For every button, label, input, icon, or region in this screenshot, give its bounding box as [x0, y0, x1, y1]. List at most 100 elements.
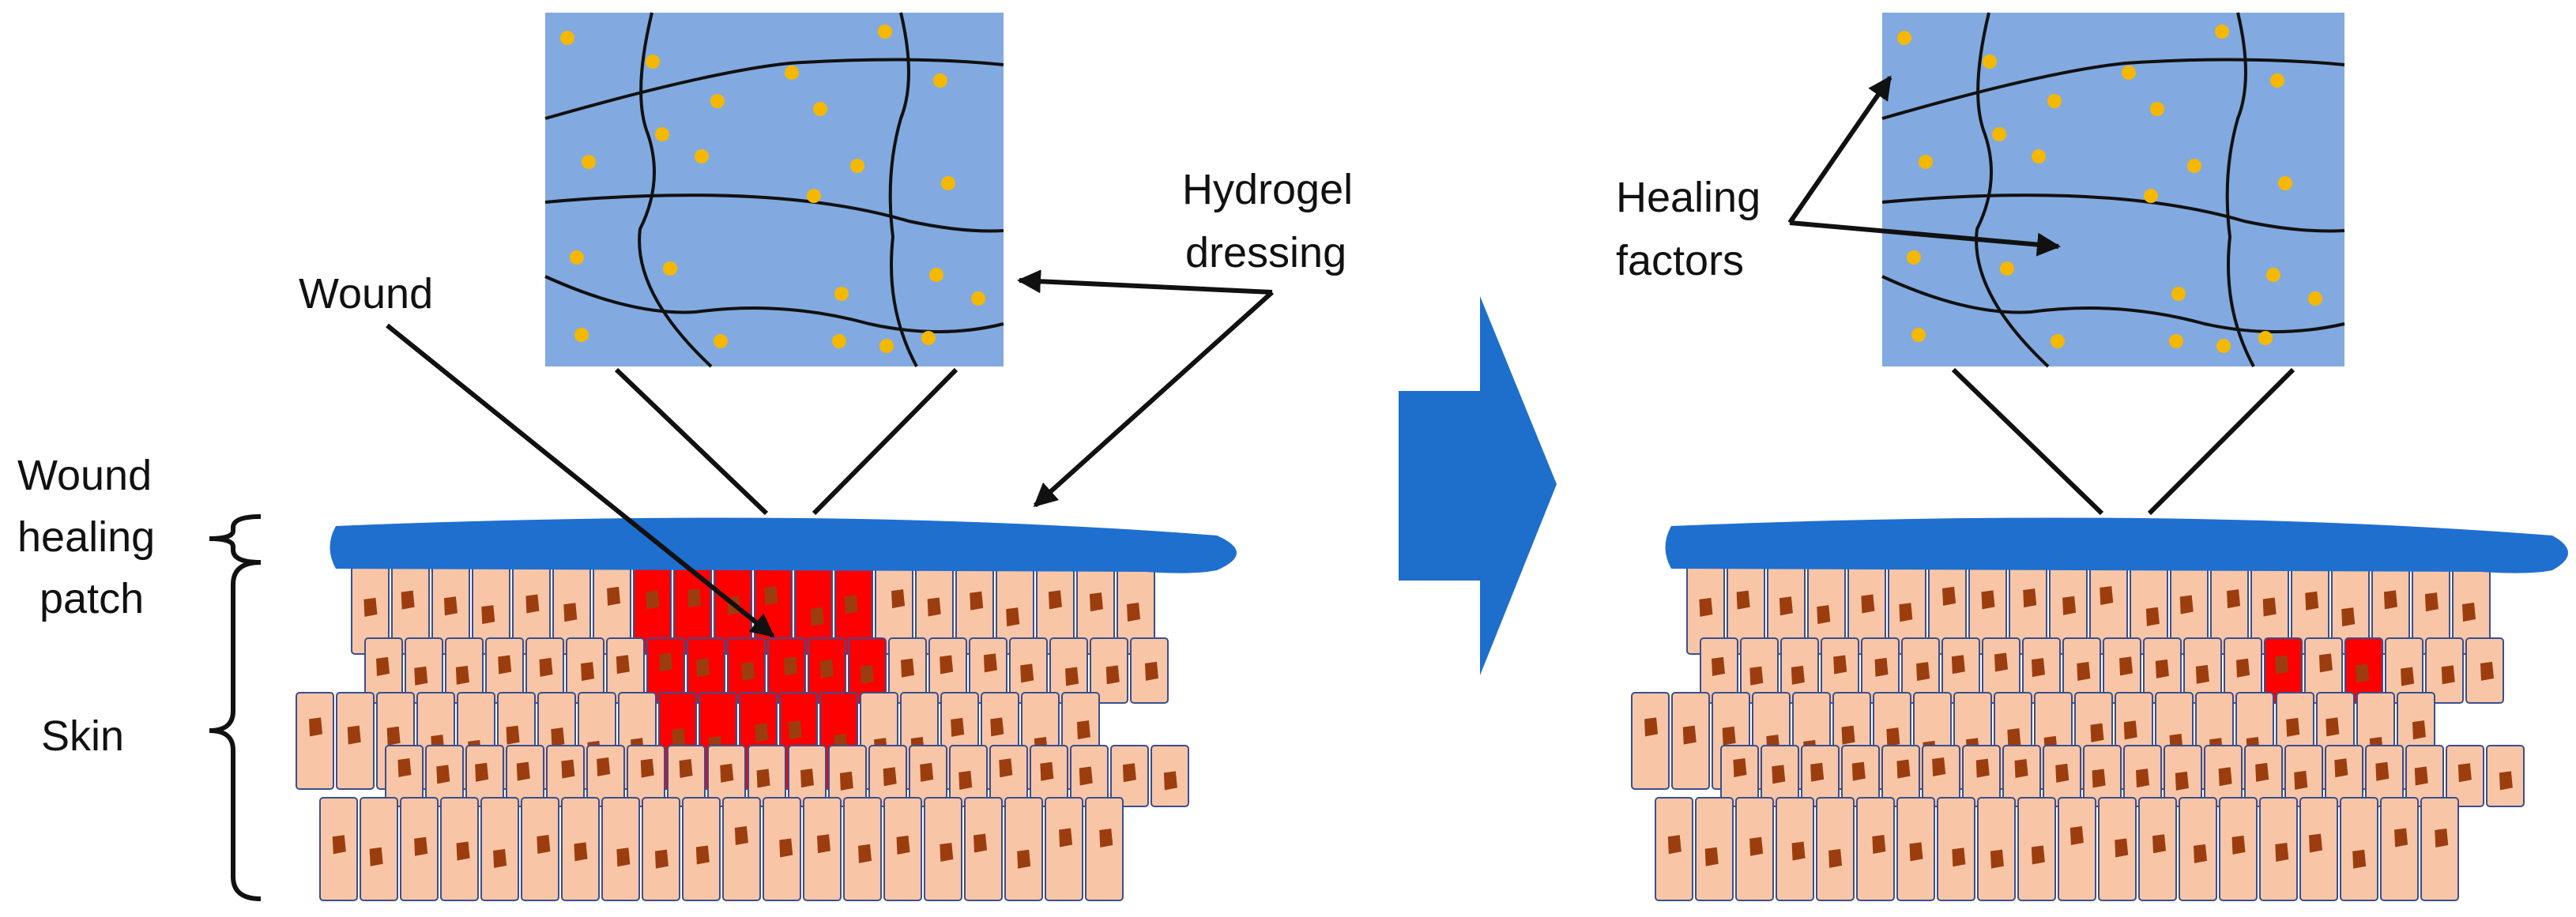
healing-factor-dot — [2144, 189, 2158, 203]
cell-nucleus — [784, 656, 798, 676]
healing-factor-dot — [1897, 31, 1911, 45]
left-healing-factors — [560, 24, 985, 353]
cell-nucleus — [2007, 728, 2021, 748]
cell-nucleus — [397, 757, 412, 777]
healing-factor-dot — [807, 189, 821, 203]
healing-factor-dot — [2215, 24, 2229, 39]
healing-factor-dot — [2278, 176, 2292, 190]
cell-nucleus — [756, 769, 770, 788]
cell-nucleus — [858, 844, 872, 863]
right-zoom-line-2 — [2147, 367, 2295, 516]
healing-factor-dot — [2000, 261, 2014, 276]
cell-nucleus — [616, 655, 630, 675]
right-patch — [1665, 517, 2568, 573]
skin-cell — [2420, 797, 2459, 901]
cell-nucleus — [363, 597, 378, 617]
cell-nucleus — [958, 770, 973, 790]
cell-nucleus — [1841, 725, 1855, 745]
cell-nucleus — [1833, 655, 1847, 675]
healing-factor-dot — [971, 291, 985, 306]
cell-nucleus — [1020, 663, 1034, 683]
cell-nucleus — [883, 767, 897, 787]
skin-cell — [722, 797, 761, 901]
cell-nucleus — [695, 845, 710, 865]
cell-nucleus — [1048, 590, 1062, 610]
cell-nucleus — [2275, 655, 2289, 675]
cell-nucleus — [1749, 836, 1764, 856]
cell-nucleus — [1006, 607, 1020, 627]
cell-nucleus — [1990, 849, 2004, 869]
left-polymer-network — [544, 12, 1004, 368]
skin-cell — [1045, 797, 1083, 901]
cell-nucleus — [2115, 838, 2129, 858]
skin-cell — [2340, 797, 2378, 901]
cell-nucleus — [1851, 761, 1866, 781]
cell-nucleus — [1017, 849, 1031, 869]
cell-nucleus — [1861, 594, 1875, 614]
cell-nucleus — [2441, 665, 2455, 685]
cell-nucleus — [2194, 844, 2208, 863]
cell-nucleus — [659, 652, 673, 672]
healing-factors-label-line1: Healing — [1616, 174, 1761, 221]
cell-nucleus — [1975, 758, 1990, 778]
cell-nucleus — [2480, 661, 2494, 681]
left-zoom-line-2 — [812, 367, 958, 516]
skin-cell — [642, 797, 680, 901]
cell-nucleus — [1667, 835, 1682, 855]
healing-factor-dot — [1907, 250, 1921, 265]
cell-nucleus — [927, 597, 941, 617]
cell-nucleus — [2255, 762, 2269, 782]
cell-nucleus — [1699, 597, 1713, 617]
cell-nucleus — [309, 717, 323, 737]
cell-nucleus — [800, 769, 815, 788]
healing-factor-dot — [933, 73, 947, 88]
right-zoom-line-1 — [1951, 367, 2104, 516]
healing-factor-dot — [921, 331, 936, 345]
cell-nucleus — [574, 842, 588, 862]
skin-brace — [209, 560, 262, 901]
cell-nucleus — [2077, 661, 2091, 681]
patch-label-line2: healing — [17, 513, 155, 561]
cell-nucleus — [1772, 765, 1786, 784]
healing-factor-dot — [570, 250, 584, 265]
cell-nucleus — [1981, 590, 1995, 610]
cell-nucleus — [1704, 847, 1719, 866]
healing-factor-dot — [1983, 54, 1997, 69]
healing-factor-dot — [941, 176, 955, 190]
cell-nucleus — [1951, 655, 1965, 675]
cell-nucleus — [2275, 842, 2289, 862]
healing-factor-dot — [560, 31, 574, 45]
cell-nucleus — [1916, 662, 1930, 682]
patch-brace — [209, 514, 262, 565]
cell-nucleus — [1059, 828, 1073, 847]
cell-nucleus — [817, 834, 831, 854]
healing-factor-dot — [2216, 339, 2231, 353]
cell-nucleus — [347, 725, 361, 745]
cell-nucleus — [1779, 596, 1793, 616]
cell-nucleus — [999, 758, 1013, 778]
healing-factor-dot — [663, 261, 677, 276]
cell-nucleus — [1886, 727, 1900, 747]
cell-nucleus — [1932, 757, 1946, 776]
cell-nucleus — [2023, 588, 2037, 608]
cell-nucleus — [2394, 828, 2408, 847]
cell-nucleus — [2031, 845, 2045, 865]
healing-factor-dot — [832, 334, 846, 348]
cell-nucleus — [2090, 723, 2104, 742]
cell-nucleus — [1994, 652, 2009, 672]
cell-nucleus — [2155, 659, 2169, 678]
cell-nucleus — [755, 723, 769, 742]
cell-nucleus — [456, 841, 470, 861]
right-healing-factors — [1897, 24, 2322, 353]
cell-nucleus — [2062, 596, 2077, 615]
cell-nucleus — [1127, 603, 1141, 622]
cell-nucleus — [2014, 759, 2028, 779]
healing-factor-dot — [714, 334, 728, 348]
right-polymer-network — [1881, 12, 2345, 368]
cell-nucleus — [1089, 592, 1103, 612]
cell-nucleus — [2195, 664, 2209, 684]
healing-factor-dot — [1919, 155, 1933, 169]
cell-nucleus — [1644, 717, 1659, 737]
cell-nucleus — [1952, 847, 1966, 867]
cell-nucleus — [1899, 603, 1913, 622]
